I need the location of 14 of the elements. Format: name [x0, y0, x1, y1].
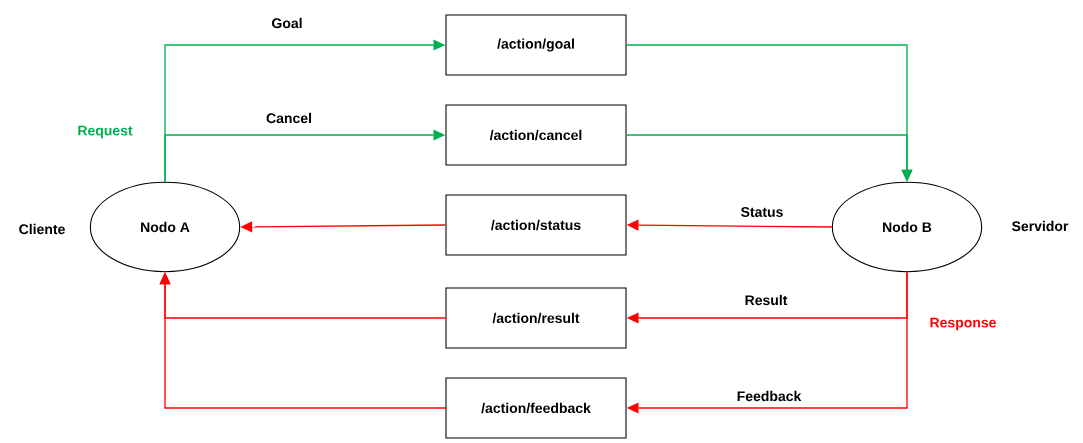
topic-box: /action/result	[445, 287, 627, 349]
side-label: Response	[930, 317, 996, 331]
edge-label: Feedback	[737, 390, 802, 402]
topic-box: /action/goal	[445, 14, 627, 76]
edge-label: Result	[745, 294, 788, 306]
topic-box: /action/cancel	[445, 104, 627, 166]
side-label: Request	[78, 125, 133, 139]
edge-label: Status	[741, 207, 783, 217]
node-caption: Servidor	[1012, 220, 1069, 232]
topic-box: /action/feedback	[445, 377, 627, 439]
node-caption: Cliente	[19, 223, 65, 235]
topic-box: /action/status	[445, 194, 627, 256]
edge-label: Cancel	[266, 112, 311, 124]
edge-label: Goal	[272, 17, 302, 29]
